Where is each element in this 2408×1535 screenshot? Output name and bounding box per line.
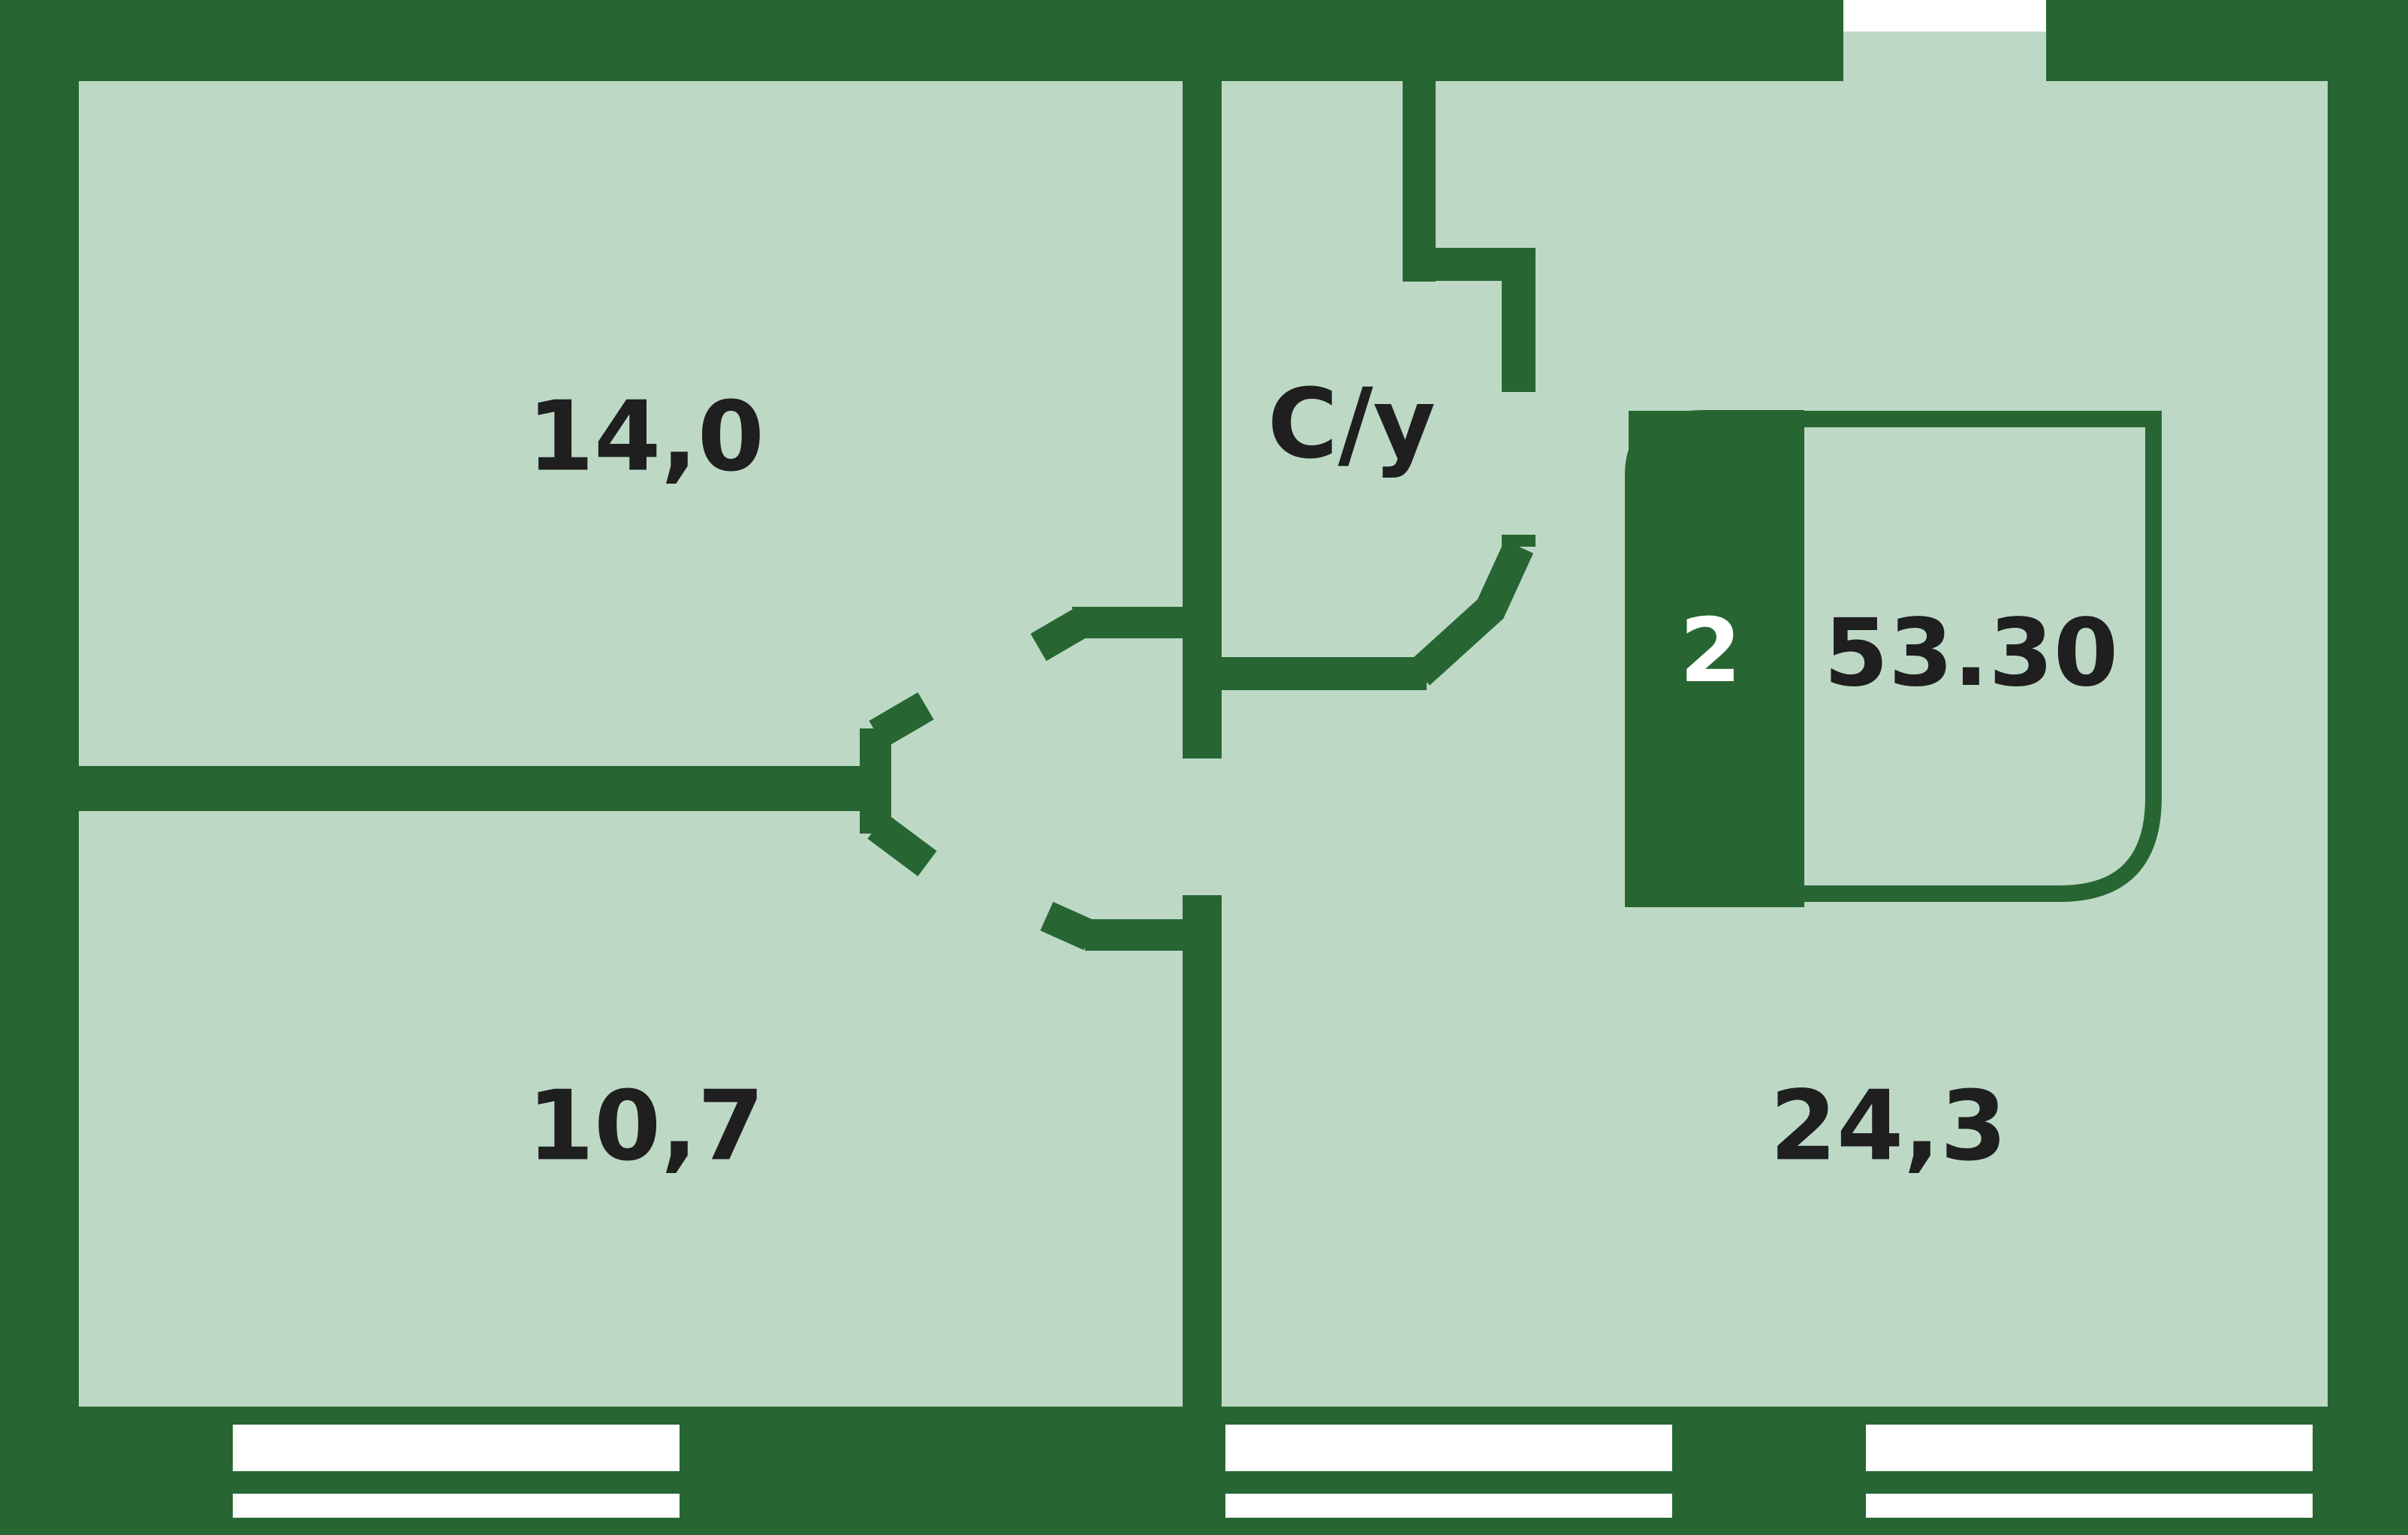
door-bedroom-bottom-leaf (867, 813, 937, 876)
wall-door-stub-top (1072, 607, 1186, 638)
wall-central-lower (1183, 895, 1222, 1413)
wall-central-upper (1183, 79, 1222, 758)
window-center-pane (1225, 1425, 1672, 1471)
room-area-bedroom-top: 14,0 (527, 381, 764, 493)
room-area-bedroom-bottom: 10,7 (527, 1071, 764, 1183)
doors (867, 540, 1534, 951)
room-area-living: 24,3 (1770, 1071, 2007, 1183)
badge-frame (1629, 411, 2162, 902)
window-right-sill (1866, 1494, 2313, 1518)
room-count: 2 (1680, 599, 1741, 702)
wall-door-stub-bottom (1085, 919, 1186, 951)
door-bathroom (1408, 540, 1534, 686)
badge-count-panel (1625, 410, 1804, 907)
total-area: 53.30 (1824, 599, 2118, 707)
wall-bedroom-divider (79, 766, 863, 811)
window-left-pane (233, 1425, 680, 1471)
entrance-opening (1843, 0, 2046, 32)
wall-bathroom-bottom (1209, 657, 1427, 690)
entrance-floor (1843, 32, 2046, 84)
windows (233, 1425, 2313, 1518)
window-right-pane (1866, 1425, 2313, 1471)
window-center-sill (1225, 1494, 1672, 1518)
wall-bathroom-right (1502, 248, 1536, 392)
apartment-badge: 2 53.30 (1625, 410, 2162, 907)
door-living (1040, 901, 1097, 951)
door-bedroom-top-leaf (869, 692, 934, 749)
window-left-sill (233, 1494, 680, 1518)
room-label-bathroom: С/у (1267, 369, 1436, 481)
door-bedroom-top (1030, 609, 1088, 662)
